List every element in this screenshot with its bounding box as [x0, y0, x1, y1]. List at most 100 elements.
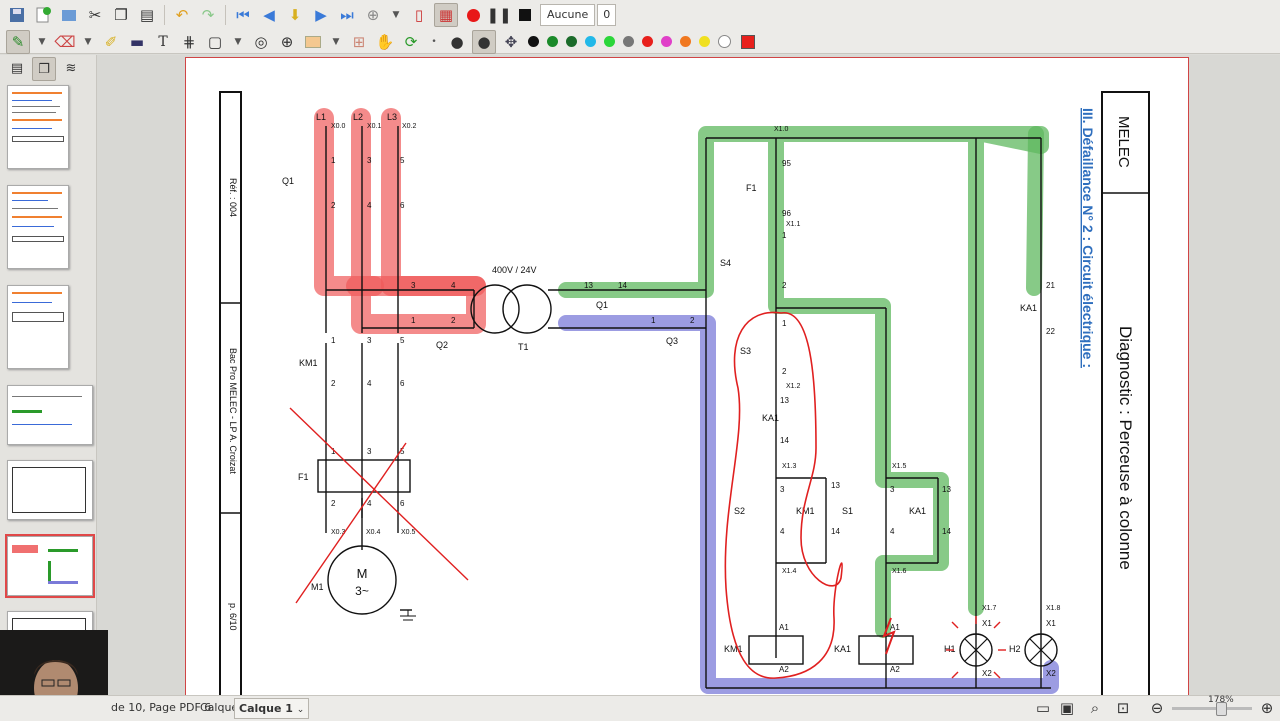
small-dot-icon[interactable]: •	[431, 36, 437, 47]
x17: X1.7	[982, 605, 997, 612]
page-thumbnail-1[interactable]	[7, 85, 69, 169]
q1-control-label: Q1	[596, 300, 608, 310]
chevron-down-icon[interactable]: ▼	[38, 36, 46, 47]
c-95: 95	[782, 159, 791, 168]
rectangle-icon[interactable]: ▢	[207, 32, 223, 51]
c-13c: 13	[831, 481, 840, 490]
zoom-slider-handle[interactable]	[1216, 702, 1227, 716]
pencil-icon[interactable]: ✎	[6, 29, 30, 54]
n6-b: 6	[400, 379, 405, 388]
color-swatch-6[interactable]	[623, 36, 634, 47]
x12: X1.2	[786, 383, 801, 390]
zoom-in-icon[interactable]: ⊕	[1260, 699, 1274, 717]
color-swatch-9[interactable]	[680, 36, 691, 47]
add-page-icon[interactable]: ⊕	[366, 6, 380, 24]
target-icon[interactable]: ◎	[254, 32, 268, 51]
page-thumbnail-6[interactable]	[5, 534, 95, 598]
zoom-fit-icon[interactable]: ⌕	[1090, 699, 1100, 717]
layer-label: Calque	[200, 701, 239, 714]
x15: X1.5	[892, 463, 907, 470]
cut-icon[interactable]: ✂	[88, 6, 102, 24]
chevron-down-icon[interactable]: ▼	[234, 36, 242, 47]
eraser-icon[interactable]: ⌫	[54, 32, 76, 51]
thumbnail-view-icon[interactable]: ❐	[32, 57, 56, 81]
stop-icon[interactable]	[514, 4, 536, 26]
large-dot-icon[interactable]: ●	[472, 29, 496, 54]
color-swatch-10[interactable]	[699, 36, 710, 47]
refresh-icon[interactable]: ⟳	[404, 32, 418, 51]
import-icon[interactable]	[58, 4, 80, 26]
term-x00: X0.0	[331, 123, 346, 130]
screen-icon[interactable]: ▬	[129, 32, 145, 51]
highlighter-icon[interactable]: ✐	[104, 32, 118, 51]
layer-value: Calque 1	[239, 702, 293, 715]
film-icon[interactable]: ▦	[434, 3, 458, 27]
previous-page-icon[interactable]: ◀	[263, 6, 275, 24]
color-swatch-5[interactable]	[604, 36, 615, 47]
undo-icon[interactable]: ↶	[175, 6, 189, 24]
c-13b: 13	[780, 396, 789, 405]
page-list-icon[interactable]: ▤	[10, 60, 24, 76]
ruler-icon[interactable]: ⊞	[352, 32, 366, 51]
x16: X1.6	[892, 568, 907, 575]
c-14d: 14	[942, 527, 951, 536]
pen-style-select[interactable]: Aucune	[540, 4, 596, 26]
color-swatch-7[interactable]	[642, 36, 653, 47]
page-thumbnail-3[interactable]	[7, 285, 69, 369]
c-s3-1: 1	[782, 319, 787, 328]
fill-color-swatch[interactable]	[737, 31, 759, 53]
pdf-page-icon[interactable]: ▯	[414, 6, 424, 24]
zoom-slider[interactable]	[1172, 702, 1252, 716]
document-page: Réf. : 004 Bac Pro MELEC - LP A. Croizat…	[185, 57, 1189, 695]
color-picker-icon[interactable]: ✥	[504, 32, 518, 51]
layer-select[interactable]: Calque 1 ⌄	[234, 698, 310, 719]
ka1-right-label: KA1	[909, 506, 926, 516]
chevron-down-icon[interactable]: ▼	[332, 36, 340, 47]
color-swatch-2[interactable]	[547, 36, 558, 47]
page-thumbnail-2[interactable]	[7, 185, 69, 269]
pause-icon[interactable]: ❚❚	[486, 6, 512, 24]
first-page-icon[interactable]: ⏮	[236, 6, 250, 24]
new-page-icon[interactable]	[32, 4, 54, 26]
motor-ref-label: M1	[311, 582, 324, 592]
color-swatch-3[interactable]	[566, 36, 577, 47]
layers-icon[interactable]: ≋	[65, 60, 77, 76]
color-swatch-1[interactable]	[528, 36, 539, 47]
text-tool-icon[interactable]: T	[158, 33, 168, 50]
zoom-page-icon[interactable]: ⊡	[1116, 699, 1130, 717]
color-swatch-11[interactable]	[718, 35, 731, 48]
compass-icon[interactable]: ⊕	[280, 32, 294, 51]
c-s1-3: 3	[890, 485, 895, 494]
page-thumbnail-5[interactable]	[7, 460, 93, 520]
coil-a1-ka1: A1	[890, 623, 900, 632]
redo-icon[interactable]: ↷	[201, 6, 215, 24]
coil-a2-km1: A2	[779, 665, 789, 674]
medium-dot-icon[interactable]: ●	[450, 32, 464, 51]
document-canvas[interactable]: Réf. : 004 Bac Pro MELEC - LP A. Croizat…	[97, 55, 1280, 695]
download-icon[interactable]: ⬇	[288, 6, 302, 24]
page-thumbnail-4[interactable]	[7, 385, 93, 445]
monitor-icon[interactable]: ▣	[1059, 699, 1075, 717]
chevron-down-icon[interactable]: ▼	[84, 36, 92, 47]
c-s1-4: 4	[890, 527, 895, 536]
n5-b: 5	[400, 336, 405, 345]
q-n1: 1	[411, 316, 416, 325]
paste-icon[interactable]: ▤	[139, 6, 155, 24]
coil-a2-ka1: A2	[890, 665, 900, 674]
hand-icon[interactable]: ✋	[375, 32, 395, 51]
copy-icon[interactable]: ❐	[114, 6, 128, 24]
record-icon[interactable]	[462, 4, 484, 26]
save-icon[interactable]	[6, 4, 28, 26]
zoom-out-icon[interactable]: ⊖	[1150, 699, 1164, 717]
pen-size-value[interactable]: 0	[597, 4, 617, 26]
color-swatch-8[interactable]	[661, 36, 672, 47]
section-heading: III. Défaillance N° 2 : Circuit électriq…	[1080, 108, 1096, 368]
grid-tool-icon[interactable]: ⋕	[182, 32, 196, 51]
fill-swatch-icon[interactable]	[302, 31, 324, 53]
next-page-icon[interactable]: ▶	[315, 6, 327, 24]
page-width-icon[interactable]: ▭	[1035, 699, 1051, 717]
last-page-icon[interactable]: ⏭	[340, 6, 354, 24]
chevron-down-icon[interactable]: ▼	[392, 10, 400, 20]
color-swatch-4[interactable]	[585, 36, 596, 47]
motor-phase: 3~	[355, 584, 369, 598]
